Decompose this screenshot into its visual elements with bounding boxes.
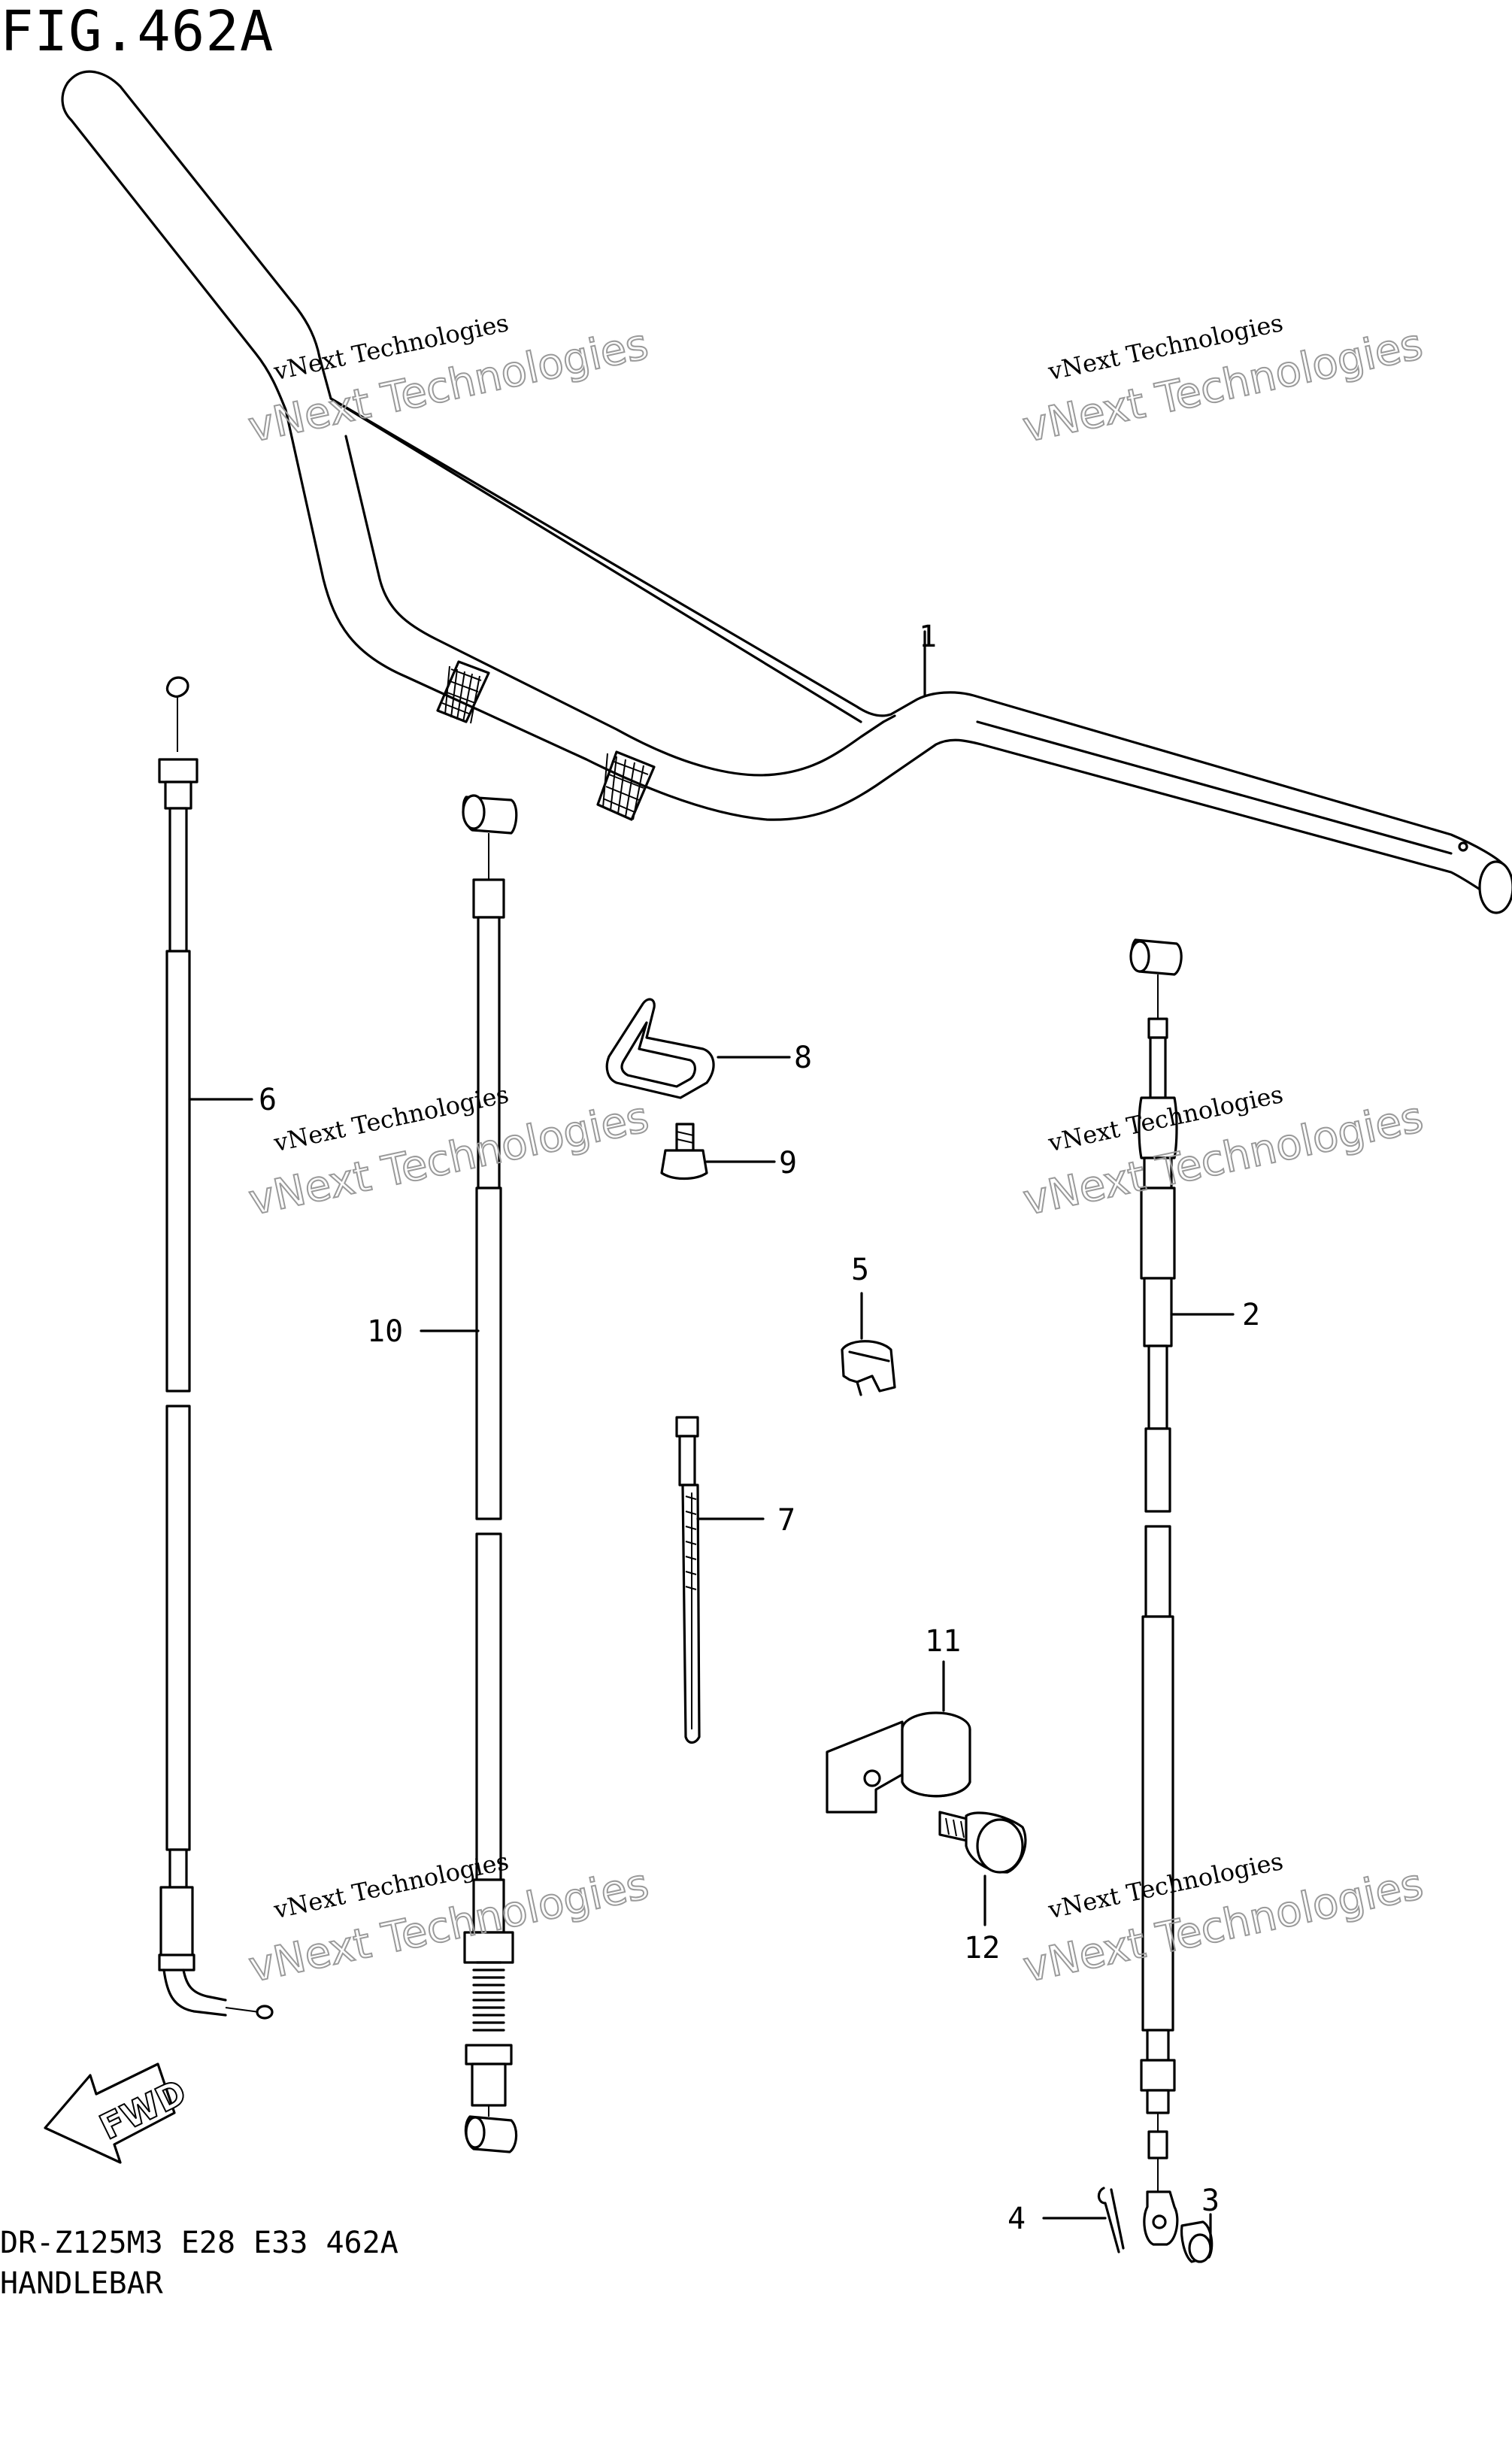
watermark-1: vNext Technologies vNext Technologies <box>244 308 653 453</box>
callout-11: 11 <box>925 1624 961 1659</box>
watermark-3: vNext Technologies vNext Technologies <box>244 1080 654 1226</box>
watermark-4: vNext Technologies vNext Technologies <box>1019 1080 1429 1226</box>
callout-6: 6 <box>259 1083 277 1117</box>
callout-7: 7 <box>777 1503 795 1538</box>
handlebar[interactable] <box>61 70 1512 914</box>
cotter-pin-part-4[interactable] <box>1097 2187 1125 2253</box>
cable-tie-part-7[interactable] <box>675 1416 701 1744</box>
wire-clip-part-8[interactable] <box>605 998 715 1099</box>
knurl-left <box>436 660 490 724</box>
cable-part-10[interactable] <box>462 794 518 2153</box>
model-code: DR-Z125M3 E28 E33 462A <box>0 2226 398 2260</box>
callout-2: 2 <box>1242 1298 1260 1332</box>
figure-title: FIG.462A <box>0 0 274 64</box>
callout-10: 10 <box>367 1314 403 1349</box>
section-name: HANDLEBAR <box>0 2266 163 2301</box>
watermark-2: vNext Technologies vNext Technologies <box>1018 308 1428 453</box>
callout-9: 9 <box>779 1146 797 1180</box>
clamp-part-5[interactable] <box>841 1340 896 1396</box>
bracket-part-11[interactable] <box>826 1711 971 1814</box>
callout-4: 4 <box>1007 2202 1026 2236</box>
watermark-5: vNext Technologies vNext Technologies <box>244 1847 654 1993</box>
cable-part-2[interactable] <box>1129 938 1183 2246</box>
fwd-arrow: FWD <box>44 2062 193 2164</box>
callout-12: 12 <box>964 1931 1000 1965</box>
callout-1: 1 <box>919 620 937 654</box>
callout-3: 3 <box>1201 2184 1220 2218</box>
clevis-pin-part-3[interactable] <box>1180 2220 1214 2263</box>
knurl-right <box>596 750 656 821</box>
cable-part-6[interactable] <box>158 676 274 2020</box>
bolt-part-12[interactable] <box>938 1811 1027 1874</box>
callout-8: 8 <box>794 1041 812 1075</box>
watermark-6: vNext Technologies vNext Technologies <box>1019 1847 1429 1993</box>
screw-part-9[interactable] <box>660 1123 708 1180</box>
callout-5: 5 <box>851 1253 869 1287</box>
